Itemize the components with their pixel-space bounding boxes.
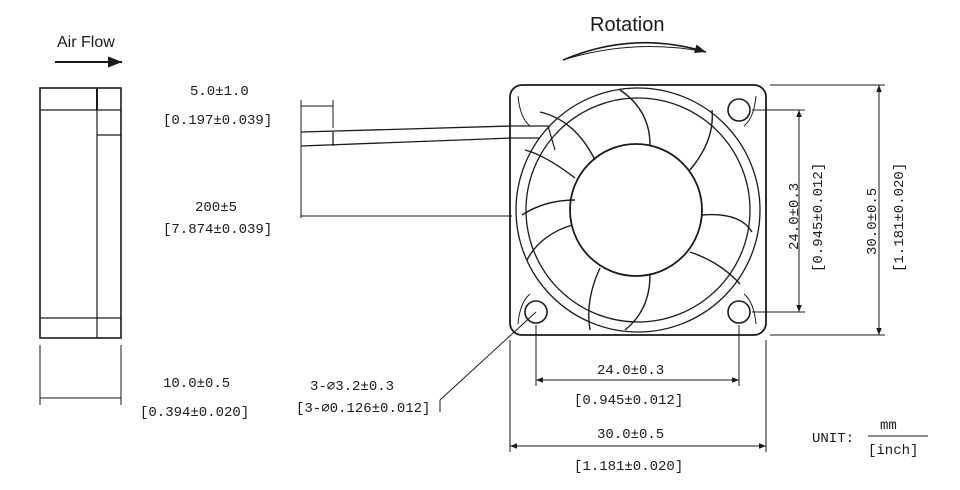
lead-strip-inch-label: [0.197±0.039] — [163, 113, 272, 129]
frame-width-dimension: 30.0±0.5 [1.181±0.020] — [509, 340, 767, 475]
hole-spacing-v-inch-label: [0.945±0.012] — [811, 163, 827, 272]
airflow-label: Air Flow — [57, 34, 115, 51]
unit-label: UNIT: — [812, 431, 854, 447]
hole-spacing-v-mm-label: 24.0±0.3 — [787, 183, 803, 250]
thickness-inch-label: [0.394±0.020] — [140, 405, 249, 421]
fan-blades — [521, 89, 753, 331]
hole-spacing-horizontal-dimension: 24.0±0.3 [0.945±0.012] — [535, 325, 740, 409]
mounting-hole — [727, 98, 751, 122]
hole-size-leader: 3-⌀3.2±0.3 [3-⌀0.126±0.012] — [296, 311, 537, 417]
lead-strip-dimension: 5.0±1.0 [0.197±0.039] — [163, 84, 334, 218]
lead-strip-mm-label: 5.0±1.0 — [190, 84, 249, 100]
mounting-hole — [524, 300, 548, 324]
thickness-dimension: 10.0±0.5 [0.394±0.020] — [39, 345, 249, 421]
unit-numerator: mm — [880, 418, 897, 434]
hole-spacing-h-mm-label: 24.0±0.3 — [597, 363, 664, 379]
frame-width-mm-label: 30.0±0.5 — [597, 427, 664, 443]
unit-legend: UNIT: mm [inch] — [812, 418, 928, 459]
frame-height-inch-label: [1.181±0.020] — [892, 163, 908, 272]
frame-width-inch-label: [1.181±0.020] — [574, 459, 683, 475]
thickness-mm-label: 10.0±0.5 — [163, 376, 230, 392]
fan-front-view — [509, 84, 767, 336]
lead-length-inch-label: [7.874±0.039] — [163, 222, 272, 238]
frame-height-dimension: 30.0±0.5 [1.181±0.020] — [770, 84, 908, 336]
rotation-arrow-icon — [562, 41, 707, 61]
hole-spacing-h-inch-label: [0.945±0.012] — [574, 393, 683, 409]
frame-height-mm-label: 30.0±0.5 — [865, 188, 881, 255]
hole-size-mm-label: 3-⌀3.2±0.3 — [310, 379, 394, 395]
lead-length-dimension: 200±5 [7.874±0.039] — [163, 200, 512, 238]
lead-length-mm-label: 200±5 — [195, 200, 237, 216]
hole-spacing-vertical-dimension: 24.0±0.3 [0.945±0.012] — [752, 109, 827, 313]
rotation-label: Rotation — [590, 14, 665, 36]
unit-denominator: [inch] — [868, 443, 918, 459]
mounting-hole — [727, 300, 751, 324]
lead-wires — [300, 125, 513, 147]
hole-size-inch-label: [3-⌀0.126±0.012] — [296, 401, 430, 417]
fan-side-view — [39, 87, 122, 339]
